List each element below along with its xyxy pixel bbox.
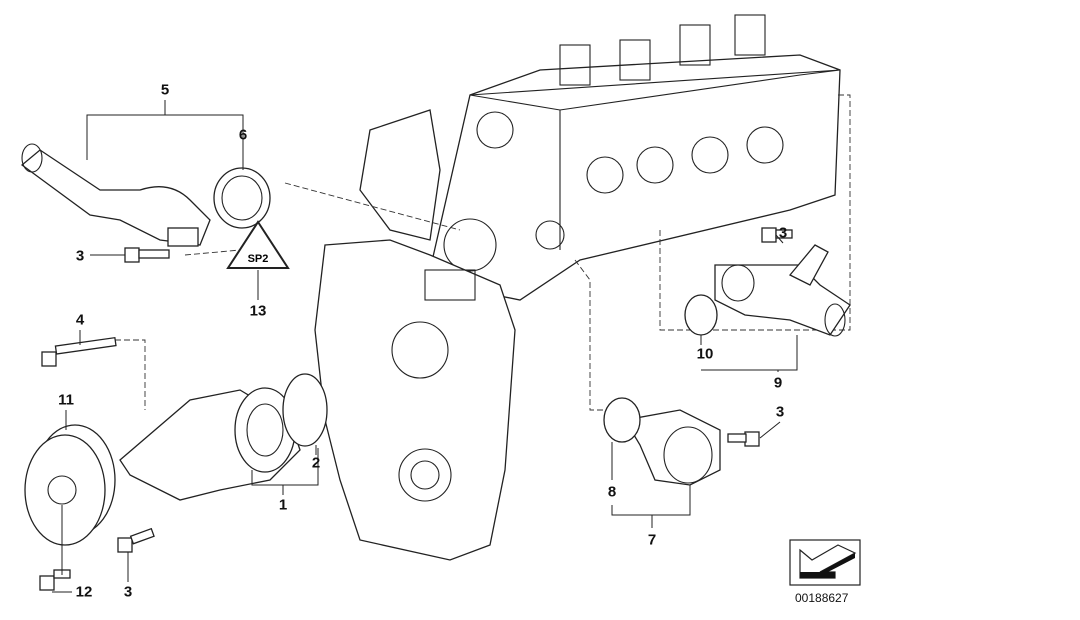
part-number-3: 3 [775,403,785,421]
part-number-6: 6 [238,126,248,144]
callout-lines [52,100,798,593]
o-ring-right [684,294,718,336]
part-number-2: 2 [311,454,321,472]
part-number-3: 3 [123,583,133,601]
part-number-3: 3 [75,247,85,265]
part-number-13: 13 [249,302,267,320]
part-number-8: 8 [607,483,617,501]
cylinder-head [359,14,841,301]
svg-text:SP2: SP2 [248,253,269,265]
water-pump [119,387,301,501]
part-number-4: 4 [75,311,85,329]
part-number-9: 9 [773,374,783,392]
part-number-10: 10 [696,345,714,363]
part-number-5: 5 [160,81,170,99]
timing-cover [314,239,516,561]
bolt-icons [39,227,793,591]
seal-ring-bottom [603,397,641,443]
pump-gasket [282,373,328,447]
thermostat-housing [623,409,721,486]
hose-neck [20,143,211,247]
pulley [24,424,116,546]
image-code: 00188627 [795,591,849,605]
dashed-leaders [115,94,851,411]
part-number-12: 12 [75,583,93,601]
part-number-7: 7 [647,531,657,549]
part-number-3: 3 [778,224,788,242]
outlet-pipe [714,244,851,337]
warning-label-icon: SP2 [226,220,290,269]
part-number-1: 1 [278,496,288,514]
view-direction-icon [789,539,861,586]
part-number-11: 11 [58,391,74,409]
